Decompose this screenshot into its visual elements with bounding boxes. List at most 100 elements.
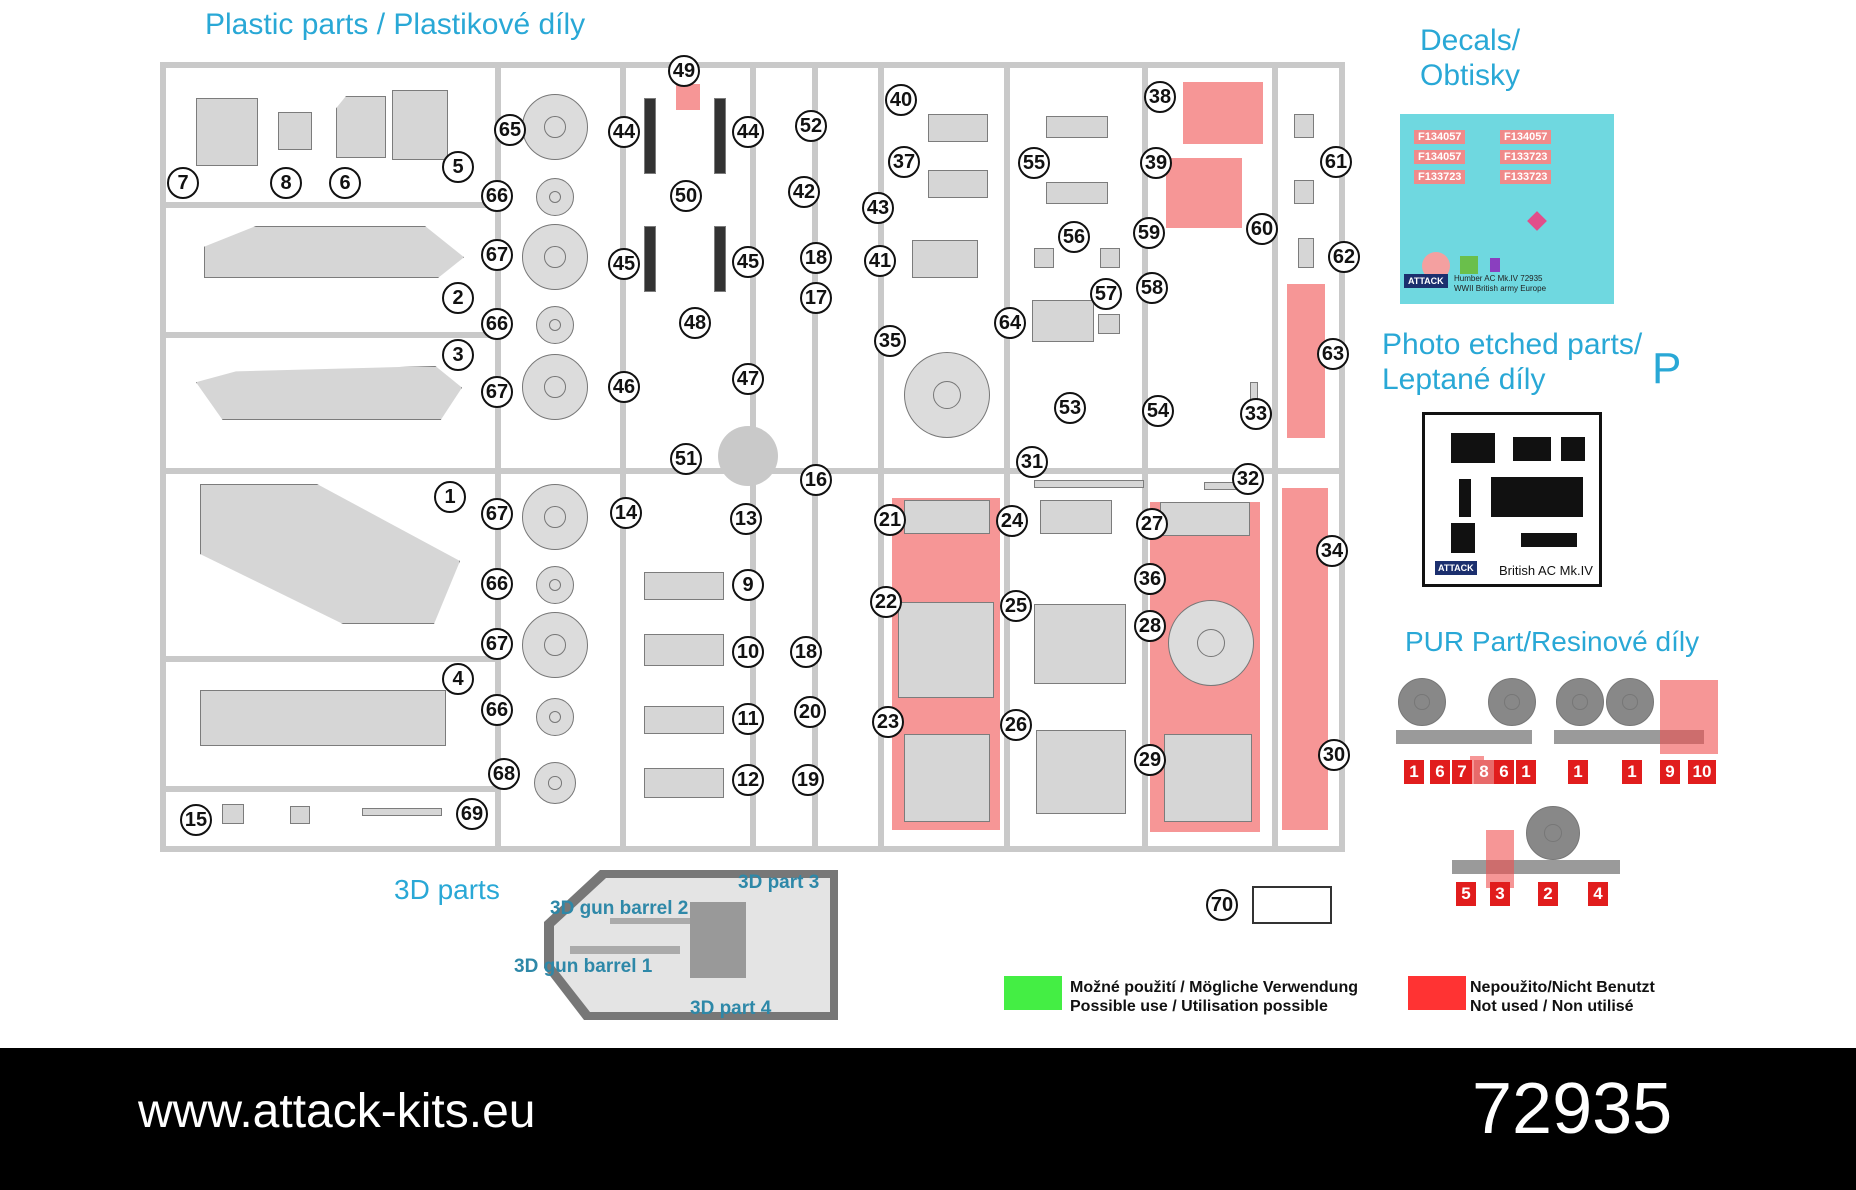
part-44a (644, 98, 656, 174)
part-number: 52 (795, 110, 827, 142)
part-number: 13 (730, 503, 762, 535)
part-number: 27 (1136, 508, 1168, 540)
pe-part-12 (1561, 437, 1585, 461)
part-number: 3 (442, 339, 474, 371)
part-number: 67 (481, 498, 513, 530)
part-number: 58 (1136, 272, 1168, 304)
part-57 (1098, 314, 1120, 334)
gun-barrel-1 (570, 946, 680, 954)
part-number: 35 (874, 325, 906, 357)
part-number: 66 (481, 694, 513, 726)
unused-zone-49 (676, 84, 700, 110)
part-number: 11 (732, 703, 764, 735)
decals-title-line2: Obtisky (1420, 58, 1521, 92)
part-61b (1294, 180, 1314, 204)
purple-decal (1490, 258, 1500, 272)
pur-label: 9 (1660, 760, 1680, 784)
part-70 (1252, 886, 1332, 924)
part-number: 22 (870, 586, 902, 618)
part-number: 32 (1232, 463, 1264, 495)
part-24 (1040, 500, 1112, 534)
part-69-shape (362, 808, 442, 816)
part-44b (714, 98, 726, 174)
footer-kit-number: 72935 (1472, 1069, 1673, 1149)
pur-label: 1 (1622, 760, 1642, 784)
sprue-rail (166, 202, 495, 208)
part-number: 38 (1144, 81, 1176, 113)
label-3d-gun-barrel-2: 3D gun barrel 2 (550, 898, 689, 919)
part-number: 54 (1142, 395, 1174, 427)
sprue-rail (166, 786, 495, 792)
part-number: 53 (1054, 392, 1086, 424)
pur-runner-3 (1452, 860, 1620, 874)
part-number: 12 (732, 764, 764, 796)
part-number: 48 (679, 307, 711, 339)
wheel-67 (522, 224, 588, 290)
part-61a (1294, 114, 1314, 138)
legend-red-swatch (1408, 976, 1466, 1010)
pur-label: 1 (1516, 760, 1536, 784)
green-decal (1460, 256, 1478, 274)
part-number: 44 (608, 116, 640, 148)
pur-label: 1 (1404, 760, 1424, 784)
wheel-66d (536, 698, 574, 736)
part-number: 15 (180, 804, 212, 836)
part-number: 33 (1240, 398, 1272, 430)
part-number: 62 (1328, 241, 1360, 273)
pur-unused-zone (1660, 680, 1718, 754)
part-10 (644, 634, 724, 666)
part-number: 18 (800, 242, 832, 274)
legend-green-swatch (1004, 976, 1062, 1010)
parts-3d-print (544, 870, 838, 1020)
sprue-rail (878, 68, 884, 846)
pe-part-10 (1521, 533, 1577, 547)
legend-red-line2: Not used / Non utilisé (1470, 998, 1634, 1015)
part-55a (1046, 116, 1108, 138)
part-number: 59 (1133, 217, 1165, 249)
part-number: 34 (1316, 535, 1348, 567)
part-11 (644, 706, 724, 734)
parts-3d-title: 3D parts (394, 874, 500, 905)
pur-label: 4 (1588, 882, 1608, 906)
legend-green-line2: Possible use / Utilisation possible (1070, 998, 1328, 1015)
part-number: 45 (608, 248, 640, 280)
gun-barrel-2 (610, 918, 700, 924)
label-3d-gun-barrel-1: 3D gun barrel 1 (514, 956, 653, 977)
pe-part-7 (1513, 437, 1551, 461)
part-number: 16 (800, 464, 832, 496)
pe-part-19 (1451, 523, 1475, 553)
part-number: 41 (864, 245, 896, 277)
part-number: 47 (732, 363, 764, 395)
part-9 (644, 572, 724, 600)
part-number: 36 (1134, 563, 1166, 595)
sprue-rail (495, 68, 501, 846)
pe-part-23 (1451, 433, 1495, 463)
footer-url[interactable]: www.attack-kits.eu (138, 1085, 536, 1138)
part-number: 14 (610, 497, 642, 529)
sprue-rail (812, 68, 818, 846)
part-number: 67 (481, 628, 513, 660)
part-number: 5 (442, 151, 474, 183)
part-number: 28 (1134, 610, 1166, 642)
part-8-shape (278, 112, 312, 150)
pur-label: 6 (1430, 760, 1450, 784)
part-number: 66 (481, 180, 513, 212)
part-number: 19 (792, 764, 824, 796)
part-56b (1100, 248, 1120, 268)
sprue-hub (718, 426, 778, 486)
part-number: 46 (608, 371, 640, 403)
part-number: 49 (668, 55, 700, 87)
pur-label: 10 (1688, 760, 1716, 784)
part-number: 67 (481, 376, 513, 408)
label-3d-part-3: 3D part 3 (738, 872, 820, 893)
part-number: 1 (434, 481, 466, 513)
part-40 (928, 114, 988, 142)
plastic-parts-title: Plastic parts / Plastikové díly (205, 8, 586, 41)
pe-caption: British AC Mk.IV (1499, 563, 1593, 578)
part-number: 68 (488, 758, 520, 790)
part-23 (904, 734, 990, 822)
part-3d-block (690, 902, 746, 978)
label-3d-part-4: 3D part 4 (690, 998, 772, 1019)
pur-unused-zone (1486, 830, 1514, 888)
pur-runner-1 (1396, 730, 1532, 744)
